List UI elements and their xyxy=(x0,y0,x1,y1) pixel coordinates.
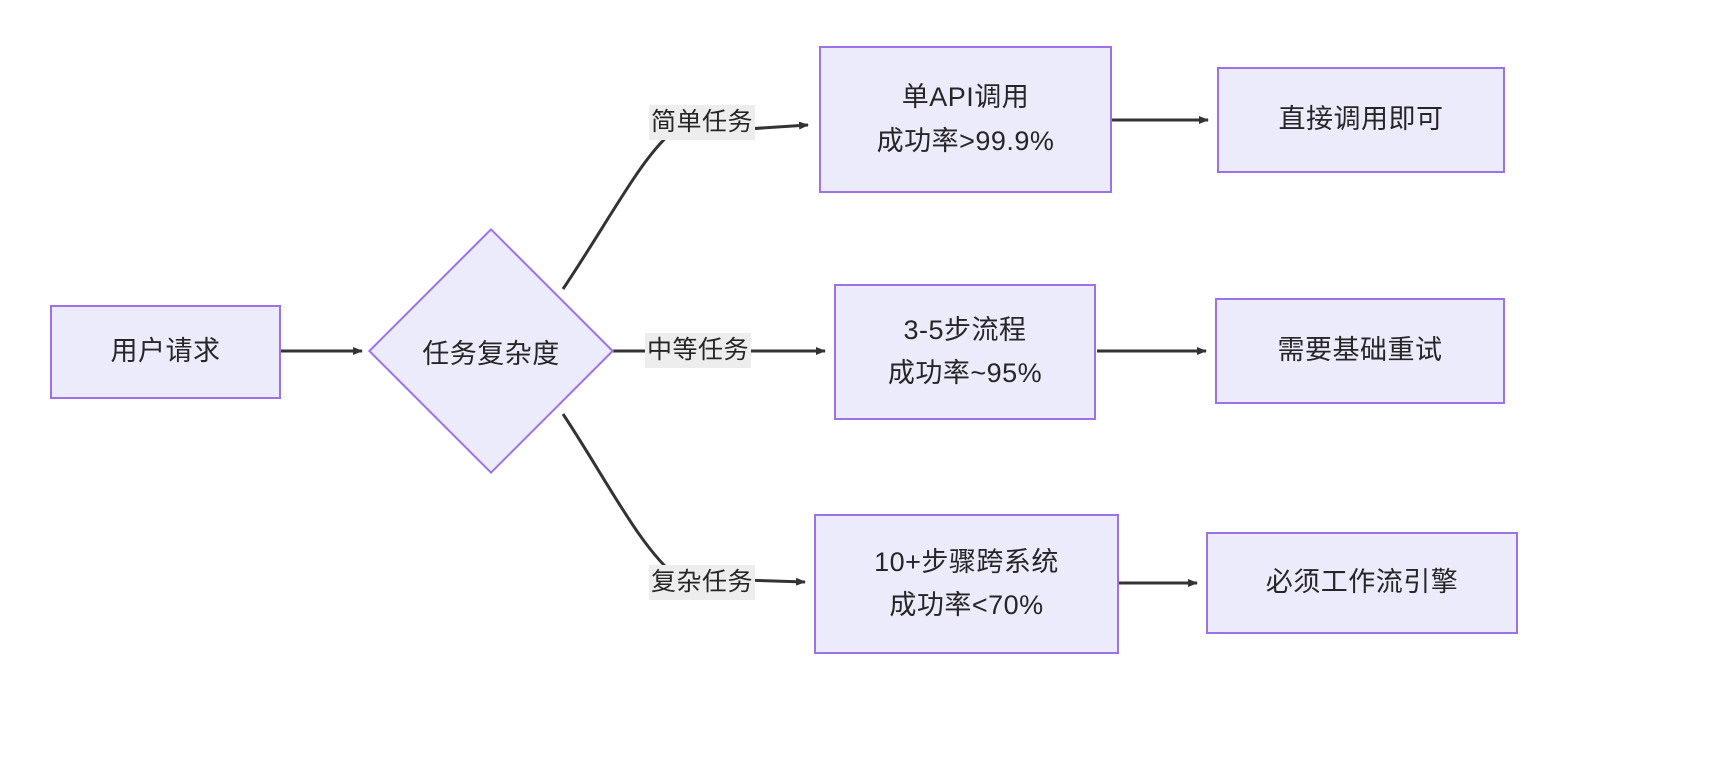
edge-label-simple-task: 简单任务 xyxy=(649,105,756,141)
node-complex-result[interactable]: 必须工作流引擎 xyxy=(1206,532,1518,634)
node-simple-result-label: 直接调用即可 xyxy=(1278,104,1444,135)
edge-decision-to-simple xyxy=(561,121,809,290)
node-medium-result[interactable]: 需要基础重试 xyxy=(1215,298,1505,404)
node-user-request-label: 用户请求 xyxy=(110,336,221,367)
node-medium-task-line2: 成功率~95% xyxy=(887,358,1043,388)
node-user-request[interactable]: 用户请求 xyxy=(50,305,281,399)
node-simple-task[interactable]: 单API调用 成功率>99.9% xyxy=(819,46,1112,193)
edge-label-complex-task-text: 复杂任务 xyxy=(651,568,754,596)
edge-label-complex-task: 复杂任务 xyxy=(649,565,756,601)
node-medium-task[interactable]: 3-5步流程 成功率~95% xyxy=(834,284,1096,420)
edge-label-medium-task-text: 中等任务 xyxy=(647,336,750,364)
node-simple-result[interactable]: 直接调用即可 xyxy=(1217,67,1505,173)
edge-label-medium-task: 中等任务 xyxy=(645,333,752,369)
edge-label-simple-task-text: 简单任务 xyxy=(651,108,754,136)
node-medium-task-line1: 3-5步流程 xyxy=(903,314,1027,345)
node-simple-task-line1: 单API调用 xyxy=(901,82,1030,113)
node-task-complexity-label: 任务复杂度 xyxy=(422,338,560,369)
node-complex-task[interactable]: 10+步骤跨系统 成功率<70% xyxy=(814,514,1119,654)
node-medium-result-label: 需要基础重试 xyxy=(1277,335,1443,366)
node-complex-task-line2: 成功率<70% xyxy=(889,590,1044,620)
node-complex-task-line1: 10+步骤跨系统 xyxy=(874,546,1059,577)
node-complex-result-label: 必须工作流引擎 xyxy=(1265,567,1459,598)
node-task-complexity[interactable]: 任务复杂度 xyxy=(367,227,615,475)
node-simple-task-line2: 成功率>99.9% xyxy=(876,125,1055,156)
edge-decision-to-complex xyxy=(561,413,806,586)
